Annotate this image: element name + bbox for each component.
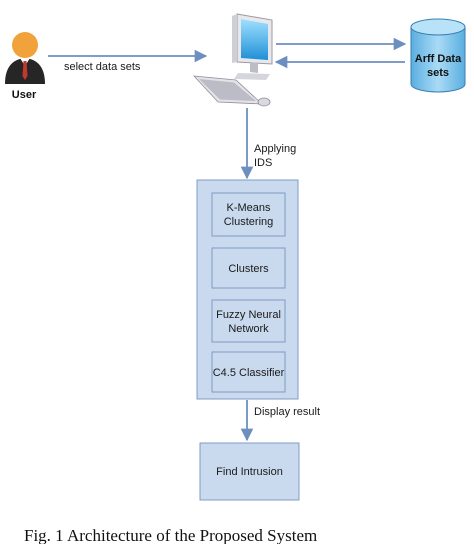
database-label-line2: sets — [427, 67, 449, 79]
find-intrusion-box — [199, 442, 300, 501]
step-fuzzy-neural-network: Fuzzy Neural Network — [211, 299, 286, 343]
step-fuzzy-label-line2: Network — [228, 323, 269, 335]
step-kmeans-label-line1: K-Means — [226, 202, 271, 214]
computer-icon — [192, 13, 273, 107]
edge-label-ids: IDS — [254, 157, 272, 169]
database-label-line1: Arff Data — [415, 53, 462, 65]
step-c45-classifier: C4.5 Classifier — [211, 351, 286, 393]
database-icon — [410, 18, 466, 93]
step-clusters: Clusters — [211, 247, 286, 289]
edge-label-display-result: Display result — [254, 406, 320, 418]
user-icon — [5, 32, 45, 84]
step-kmeans-label-line2: Clustering — [224, 216, 274, 228]
step-c45-label: C4.5 Classifier — [213, 367, 285, 379]
step-fuzzy-label-line1: Fuzzy Neural — [216, 309, 281, 321]
step-kmeans-clustering: K-Means Clustering — [211, 192, 286, 237]
find-intrusion-label: Find Intrusion — [216, 466, 283, 478]
edge-label-applying: Applying — [254, 143, 296, 155]
step-clusters-label: Clusters — [228, 263, 269, 275]
figure-caption: Fig. 1 Architecture of the Proposed Syst… — [24, 526, 317, 544]
edge-label-select-data-sets: select data sets — [64, 61, 141, 73]
user-label: User — [12, 89, 37, 101]
